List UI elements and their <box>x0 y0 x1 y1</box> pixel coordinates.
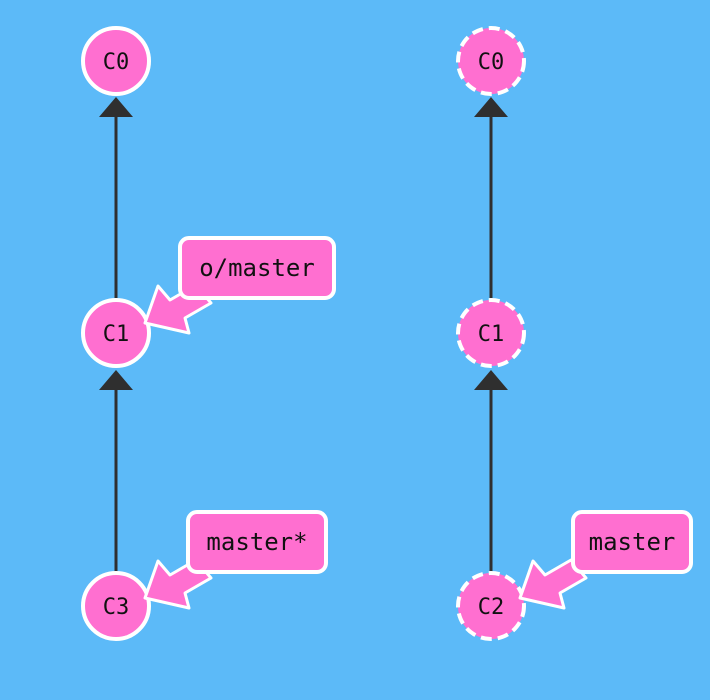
remote-commit-c2[interactable]: C2 <box>456 571 526 641</box>
commit-c3[interactable]: C3 <box>81 571 151 641</box>
local-repo-graph: C0 C1 C3 o/master master* <box>81 26 336 641</box>
commit-label: C1 <box>478 322 505 347</box>
arrowhead-c1 <box>99 370 133 390</box>
commit-label: C3 <box>103 595 130 620</box>
arrowhead-c1 <box>474 370 508 390</box>
remote-branch-master[interactable]: master <box>518 510 693 610</box>
branch-o-master[interactable]: o/master <box>143 236 336 335</box>
arrowhead-c0 <box>474 97 508 117</box>
commit-c1[interactable]: C1 <box>81 298 151 368</box>
commit-label: C0 <box>478 50 505 75</box>
commit-label: C0 <box>103 50 130 75</box>
branch-label: master <box>589 528 676 556</box>
commit-label: C2 <box>478 595 505 620</box>
branch-label: o/master <box>199 254 315 282</box>
remote-repo-graph: C0 C1 C2 master <box>456 26 693 641</box>
branch-master-star[interactable]: master* <box>143 510 328 610</box>
branch-label: master* <box>206 528 307 556</box>
remote-commit-c0[interactable]: C0 <box>456 26 526 96</box>
commit-c0[interactable]: C0 <box>81 26 151 96</box>
remote-commit-c1[interactable]: C1 <box>456 298 526 368</box>
commit-label: C1 <box>103 322 130 347</box>
arrowhead-c0 <box>99 97 133 117</box>
